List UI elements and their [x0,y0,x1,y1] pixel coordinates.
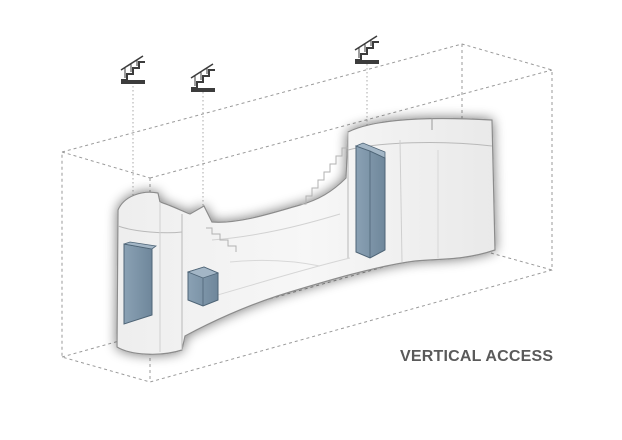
diagram-caption: VERTICAL ACCESS [400,348,554,365]
stair-icon [120,55,145,84]
stair-icon [190,63,215,92]
stair-icon [354,35,379,64]
access-core-left [123,241,158,325]
interior-stairs [206,147,348,252]
access-core-right [354,142,386,259]
access-core-middle [186,266,220,307]
